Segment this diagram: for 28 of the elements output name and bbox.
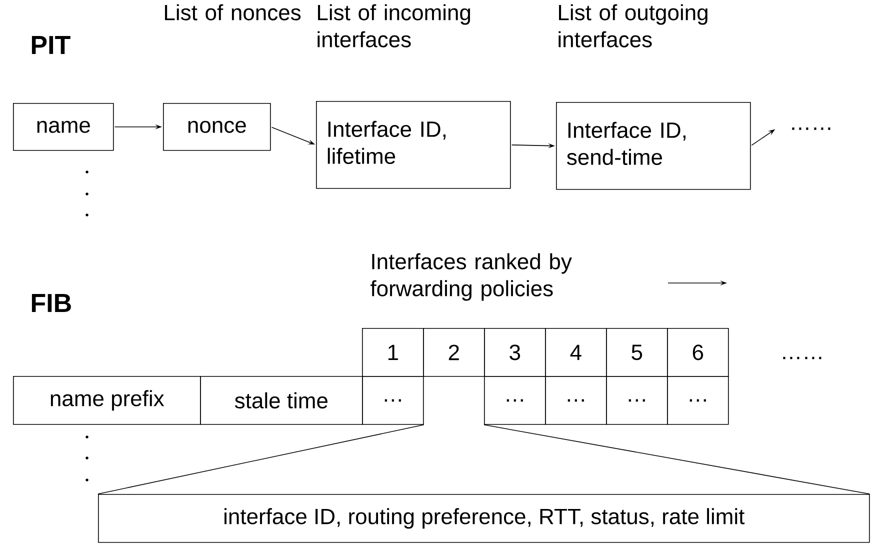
ellipsis-text: …… — [792, 128, 830, 130]
table-cell: stale time — [200, 376, 363, 425]
entry-box: nonce — [163, 103, 271, 151]
table-cell: 1 — [362, 328, 424, 377]
table-cell: 5 — [606, 328, 668, 377]
table-cell: 2 — [423, 328, 485, 377]
table-cell: 3 — [484, 328, 546, 377]
zoom-line — [98, 424, 424, 494]
column-heading: List of incoming interfaces — [318, 4, 470, 48]
zoom-line — [484, 424, 870, 494]
entry-box: Interface ID, send-time — [556, 102, 751, 190]
table-cell: name prefix — [13, 376, 201, 425]
table-cell: 6 — [667, 328, 729, 377]
table-cell: … — [484, 376, 546, 425]
table-cell: … — [606, 376, 668, 425]
table-cell: 4 — [545, 328, 607, 377]
column-heading: List of outgoing interfaces — [558, 4, 708, 48]
table-cell: … — [667, 376, 729, 425]
ellipsis-text: …… — [783, 356, 822, 360]
entry-box: name — [13, 103, 114, 151]
entry-box: Interface ID, lifetime — [316, 101, 511, 189]
detail-box: interface ID, routing preference, RTT, status, rate limit — [98, 494, 870, 543]
table-cell: … — [545, 376, 607, 425]
column-heading: List of nonces — [165, 4, 301, 20]
heading: PIT — [32, 36, 70, 54]
heading: FIB — [32, 294, 71, 312]
table-cell: … — [362, 376, 424, 425]
caption-text: Interfaces ranked by forwarding policies — [370, 253, 572, 301]
